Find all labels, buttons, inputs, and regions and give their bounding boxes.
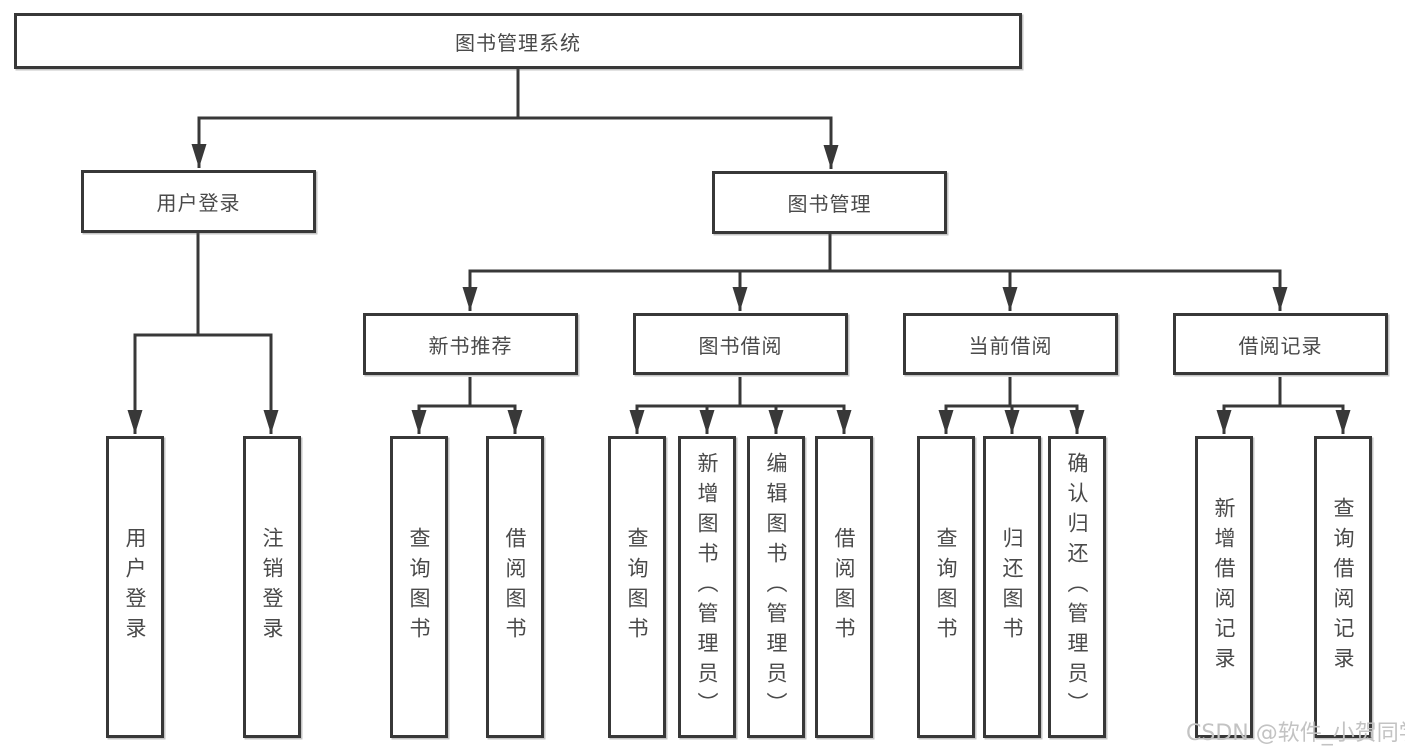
node-library-management-system: 图书管理系统	[14, 13, 1022, 69]
leaf-label: 注销登录	[260, 527, 284, 647]
node-label: 用户登录	[156, 191, 241, 215]
leaf-add-borrow-record: 新增借阅记录	[1195, 436, 1253, 738]
node-label: 借阅记录	[1238, 333, 1323, 358]
leaf-add-book-admin: 新增图书（管理员）	[678, 436, 736, 738]
leaf-label: 新增图书（管理员）	[695, 452, 719, 722]
leaf-query-books-current: 查询图书	[917, 436, 975, 738]
node-label: 图书借阅	[698, 333, 783, 358]
leaf-edit-book-admin: 编辑图书（管理员）	[747, 436, 805, 738]
csdn-watermark: CSDN @软件_小贺同学	[1186, 721, 1405, 746]
node-label: 当前借阅	[968, 333, 1053, 358]
node-new-book-recommendation: 新书推荐	[363, 313, 578, 375]
leaf-return-books: 归还图书	[983, 436, 1041, 738]
leaf-query-books-newbook: 查询图书	[390, 436, 448, 738]
leaf-logout: 注销登录	[243, 436, 301, 738]
node-borrowing-records: 借阅记录	[1173, 313, 1388, 375]
leaf-label: 查询借阅记录	[1331, 497, 1355, 677]
leaf-borrow-books-newbook: 借阅图书	[486, 436, 544, 738]
leaf-label: 确认归还（管理员）	[1065, 452, 1089, 722]
node-book-borrowing: 图书借阅	[633, 313, 848, 375]
leaf-label: 借阅图书	[832, 527, 856, 647]
node-label: 图书管理	[787, 192, 872, 216]
leaf-label: 查询图书	[625, 527, 649, 647]
node-current-borrowing: 当前借阅	[903, 313, 1118, 375]
leaf-query-borrow-record: 查询借阅记录	[1314, 436, 1372, 738]
leaf-label: 查询图书	[934, 527, 958, 647]
node-label: 图书管理系统	[455, 30, 581, 55]
leaf-borrow-books-borrow: 借阅图书	[815, 436, 873, 738]
leaf-label: 借阅图书	[503, 527, 527, 647]
leaf-query-books-borrow: 查询图书	[608, 436, 666, 738]
leaf-label: 编辑图书（管理员）	[764, 452, 788, 722]
leaf-label: 用户登录	[123, 527, 147, 647]
leaf-label: 归还图书	[1000, 527, 1024, 647]
leaf-label: 新增借阅记录	[1212, 497, 1236, 677]
leaf-confirm-return-admin: 确认归还（管理员）	[1048, 436, 1106, 738]
leaf-user-login: 用户登录	[106, 436, 164, 738]
leaf-label: 查询图书	[407, 527, 431, 647]
node-book-management: 图书管理	[712, 171, 947, 234]
node-user-login: 用户登录	[81, 170, 316, 233]
node-label: 新书推荐	[428, 333, 513, 358]
